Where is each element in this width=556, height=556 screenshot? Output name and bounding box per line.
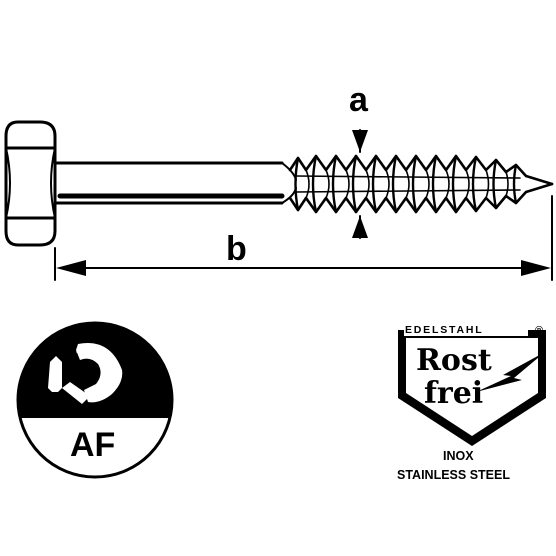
badge-word-rost: Rost [416, 343, 492, 378]
arrow-a-bottom-icon [352, 216, 368, 238]
badge-caption-stainless-steel: STAINLESS STEEL [397, 468, 510, 482]
arrow-b-left-icon [56, 260, 86, 276]
badge-word-frei: frei [424, 376, 483, 411]
thread-section [288, 154, 554, 214]
hex-head [4, 120, 57, 247]
dimension-b-label: b [226, 230, 247, 268]
dimension-a-label: a [349, 81, 369, 119]
af-drive-symbol: AF [16, 321, 174, 479]
badge-registered-mark: ® [535, 325, 543, 337]
af-label: AF [70, 426, 115, 464]
badge-shield-inner [406, 338, 538, 436]
rostfrei-badge: EDELSTAHL ® Rost frei INOX STAINLESS STE… [397, 322, 546, 482]
smooth-shank [53, 161, 297, 205]
arrow-b-right-icon [521, 260, 551, 276]
badge-caption-inox: INOX [443, 449, 474, 463]
screw-drawing [4, 120, 554, 281]
badge-top-text: EDELSTAHL [405, 324, 483, 336]
arrow-a-top-icon [352, 130, 368, 152]
dimension-b [54, 195, 553, 281]
wrench-icon [48, 343, 123, 404]
lightning-icon [476, 352, 545, 392]
